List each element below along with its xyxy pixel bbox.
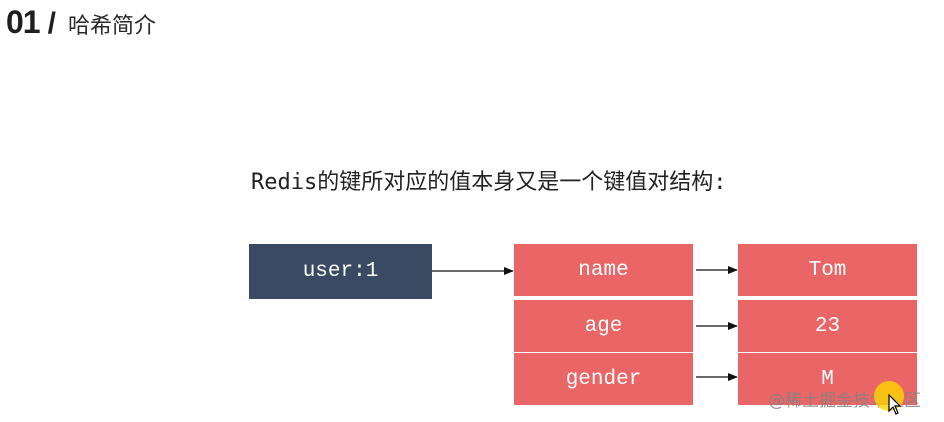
hash-value-box: 23 xyxy=(738,300,917,352)
redis-key-box: user:1 xyxy=(249,244,432,299)
mouse-cursor-icon xyxy=(888,394,902,415)
hash-field-box: age xyxy=(514,300,693,352)
hash-value-box: M xyxy=(738,353,917,405)
section-number: 01 xyxy=(6,4,41,40)
hash-field-box: gender xyxy=(514,353,693,405)
hash-value-box: Tom xyxy=(738,244,917,296)
section-title: 哈希简介 xyxy=(67,14,156,39)
section-slash: / xyxy=(47,7,56,40)
section-header: 01 / 哈希简介 xyxy=(6,4,156,41)
hash-field-box: name xyxy=(514,244,693,296)
description-text: Redis的键所对应的值本身又是一个键值对结构: xyxy=(251,170,727,195)
